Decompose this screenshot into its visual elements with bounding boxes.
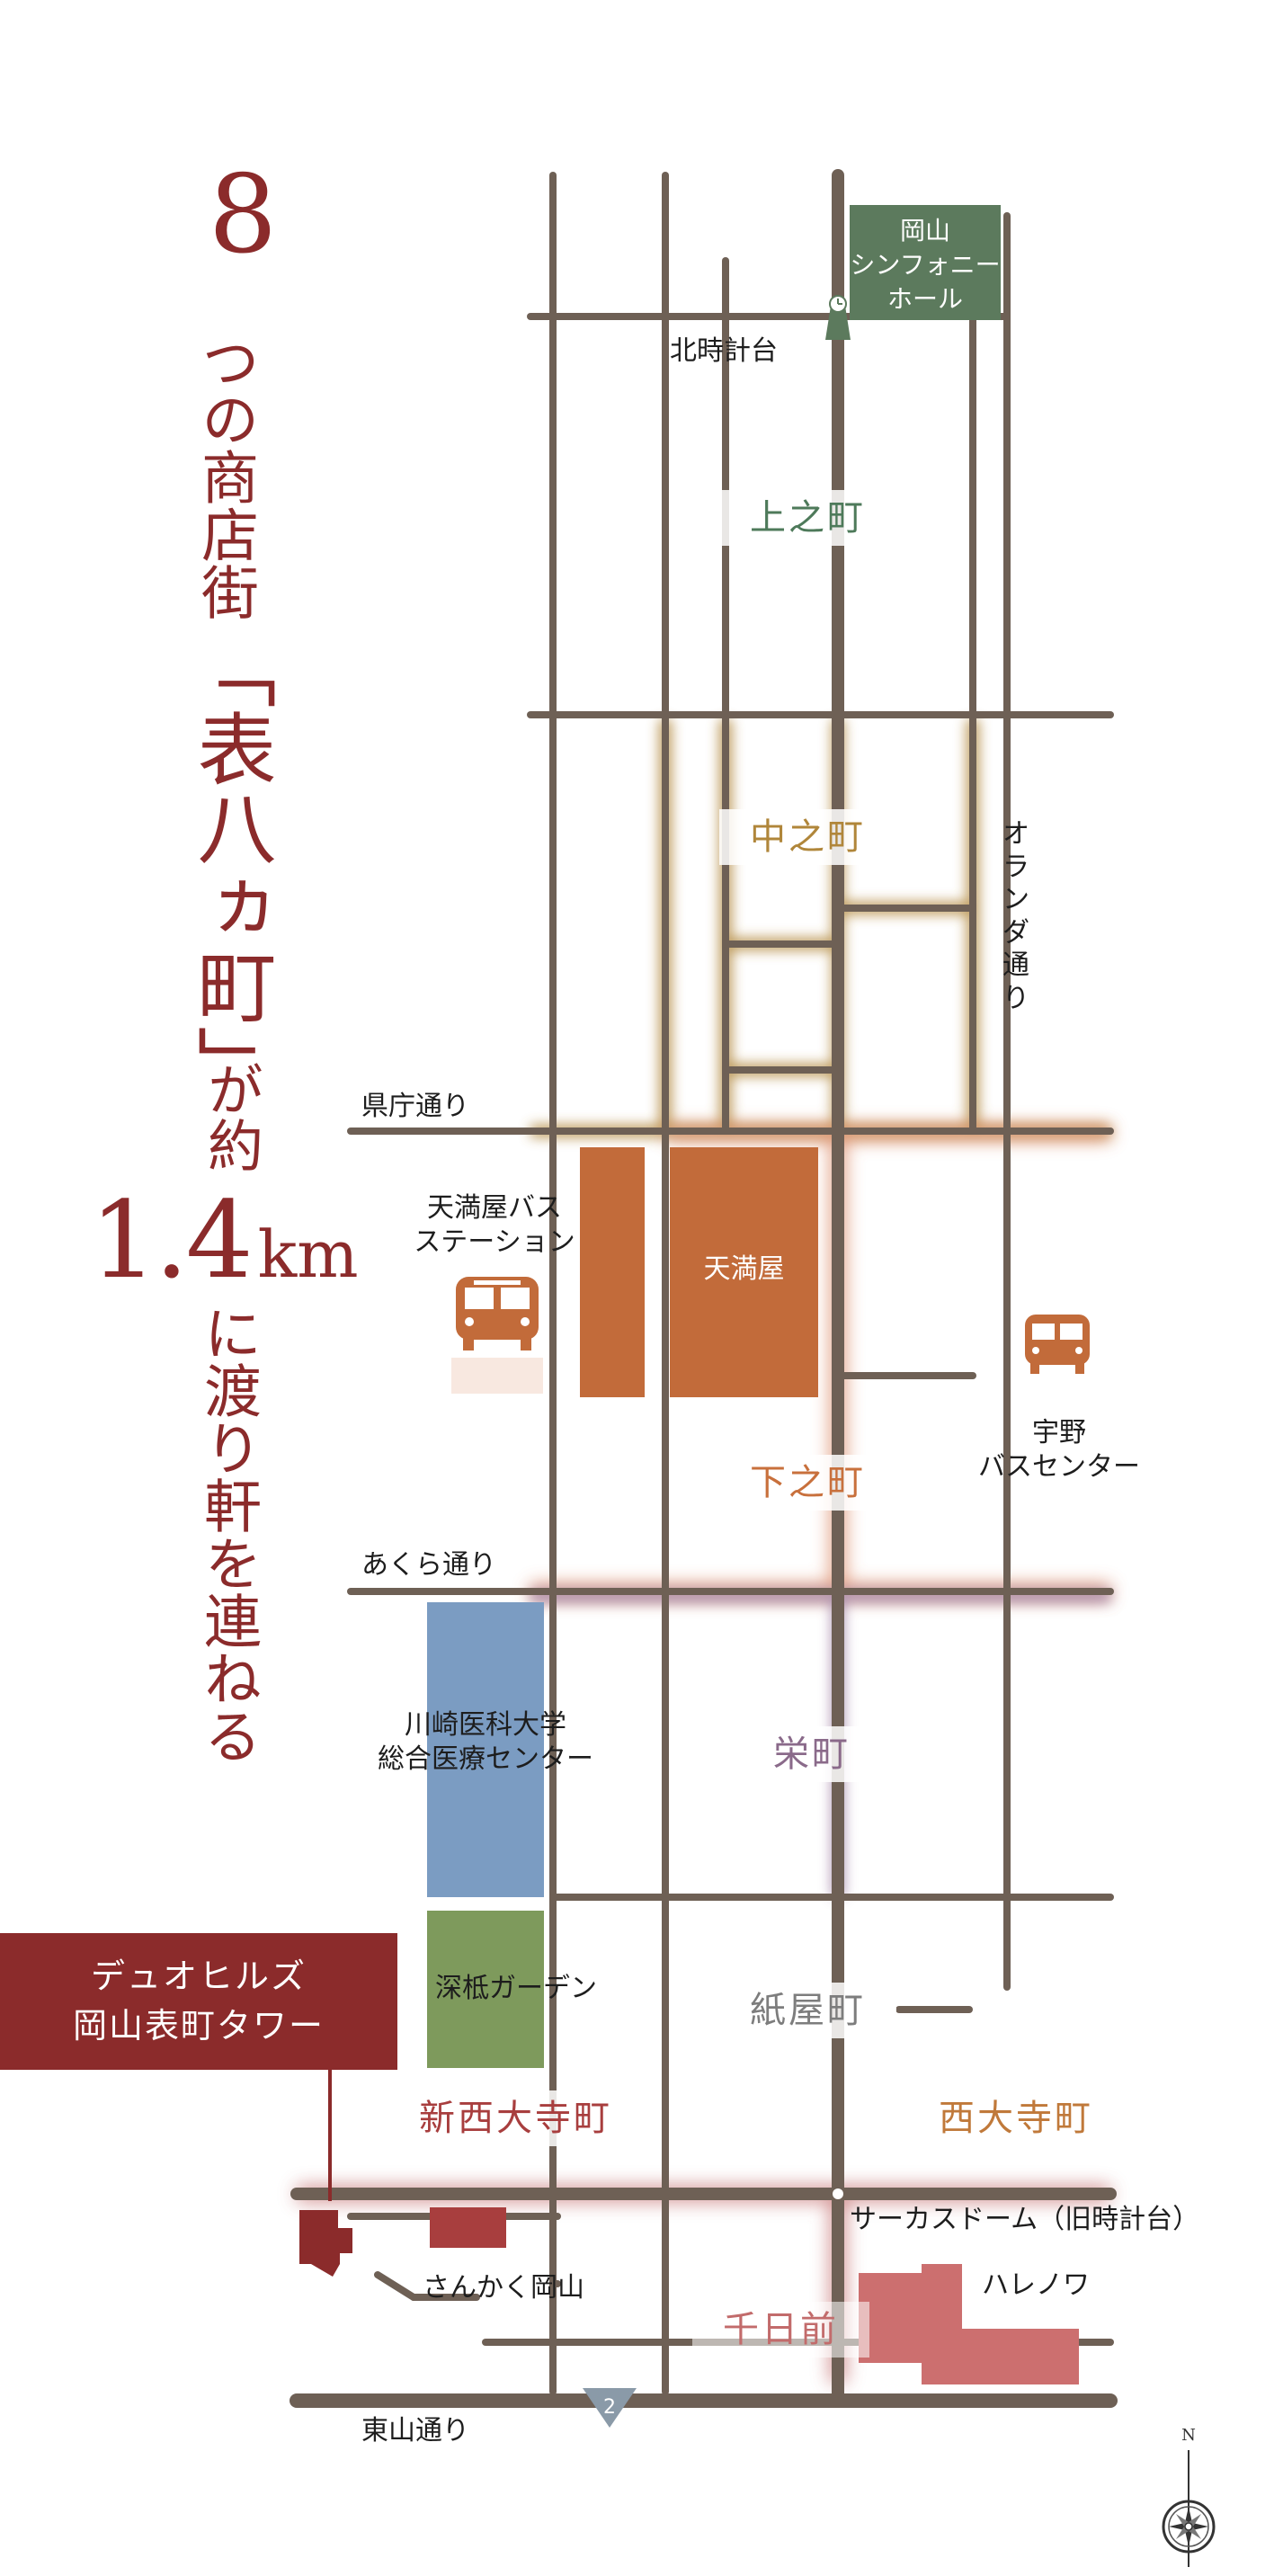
district-kaminocho: 上之町 [719,490,896,546]
property-name-line-1: デュオヒルズ [90,1956,307,1996]
compass-icon: N [1162,2426,1216,2567]
tenmaya-bus-station-building [580,1147,645,1397]
uno-bus-line-1: 宇野 [1032,1417,1086,1448]
oranda-char: オ [1002,818,1029,850]
oranda-street-label: オ ラ ン ダ 通 り [998,818,1034,1016]
circus-dome-label: サーカスドーム（旧時計台） [850,2204,1200,2235]
property-callout: デュオヒルズ 岡山表町タワー [0,1933,397,2070]
kawasaki-line-2: 総合医療センター [378,1743,593,1775]
kawasaki-hospital-building [427,1602,544,1897]
fukashi-garden-label: 深柢ガーデン [435,1973,597,2004]
route-2-shield: 2 [583,2388,637,2428]
title-line-watari: に渡り軒を連ねる [194,1304,261,1764]
tenmaya-bus-line-2: ステーション [414,1226,575,1258]
oranda-char: ラ [1002,851,1029,883]
title-line-8: 8 [208,153,278,278]
uno-bus-center-label: 宇野 バスセンター [960,1416,1158,1484]
bus-icon [451,1277,543,1394]
symphony-hall-line-2: シンフォニー [850,249,1001,280]
oranda-char: り [1002,982,1029,1014]
property-name-line-2: 岡山表町タワー [72,2006,325,2046]
oranda-char: ダ [1002,916,1029,949]
title-distance-value: 1.4 [90,1178,254,1302]
clock-icon [825,295,851,340]
symphony-hall-label: 岡山 シンフォニー ホール [850,214,1001,316]
harenowa-label: ハレノワ [982,2269,1090,2301]
tenmaya-label: 天満屋 [703,1253,785,1285]
sankaku-okayama-building [430,2207,506,2248]
symphony-hall-building [850,205,1001,320]
tenmaya-bus-line-1: 天満屋バス [427,1192,562,1224]
district-saidaijicho: 西大寺町 [908,2090,1124,2146]
kencho-street-label: 県庁通り [361,1091,469,1122]
oranda-char: 通 [1002,949,1029,982]
road-sankaku-diag [374,2271,417,2301]
oranda-char: ン [1002,884,1029,916]
harenowa-building [859,2264,1079,2384]
title-line-shotengai: つの商店街 [192,333,258,620]
district-shimonocho: 下之町 [719,1455,896,1511]
kawasaki-hospital-label: 川崎医科大学 総合医療センター [355,1708,616,1776]
title-line-gayaku: が約 [198,1061,263,1172]
symphony-hall-line-1: 岡山 [899,216,950,245]
fukashi-garden-building [427,1911,544,2068]
tenmaya-building [670,1147,818,1397]
title-distance-unit: km [257,1217,359,1292]
kita-clock-label: 北時計台 [670,335,778,367]
tenmaya-bus-station-label: 天満屋バス ステーション [405,1191,584,1259]
sankaku-okayama-label: さんかく岡山 [423,2272,584,2304]
symphony-hall-line-3: ホール [887,283,963,314]
district-kamiyacho: 紙屋町 [719,1983,896,2038]
uno-bus-line-2: バスセンター [978,1450,1140,1483]
district-sennichimae: 千日前 [692,2302,869,2358]
compass-north-label: N [1181,2426,1196,2445]
district-shinsaidaijicho: 新西大寺町 [388,2090,643,2146]
circus-dome-point [833,2188,843,2199]
district-nakanocho: 中之町 [719,809,896,865]
akura-street-label: あくら通り [361,1549,496,1581]
bus-icon [1025,1315,1090,1374]
property-marker [299,2068,352,2277]
kawasaki-line-1: 川崎医科大学 [405,1709,566,1741]
route-number: 2 [603,2396,616,2419]
district-sakaemachi: 栄町 [719,1726,904,1782]
higashiyama-street-label: 東山通り [361,2415,469,2447]
title-line-omote: 「表八ヵ町」 [184,629,277,1104]
